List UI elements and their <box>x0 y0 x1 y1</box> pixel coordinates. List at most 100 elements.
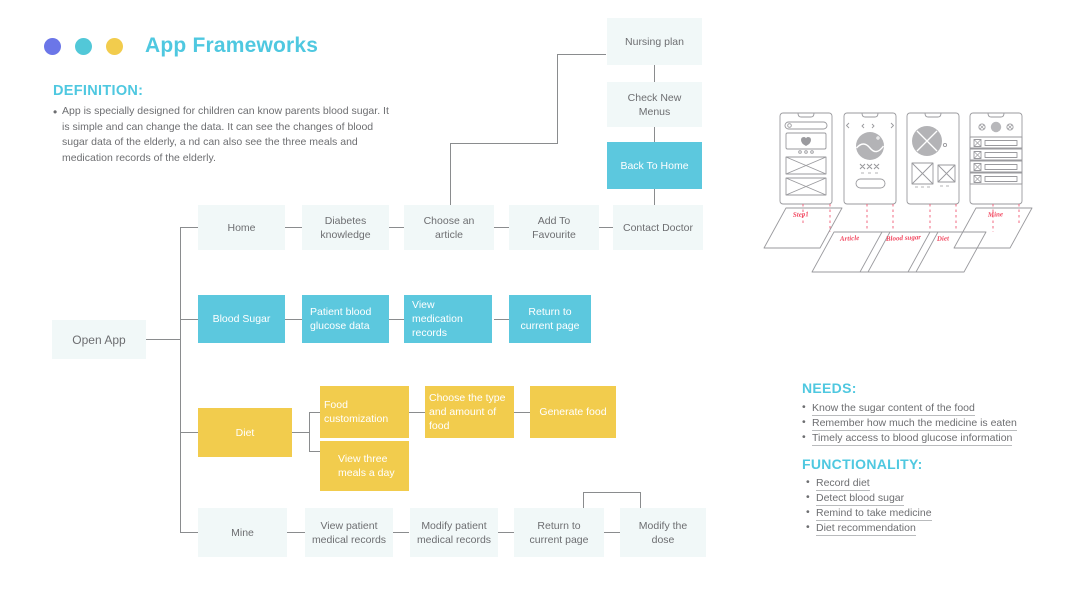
functionality-item-3: Diet recommendation <box>816 522 916 536</box>
node-modify-the-dose[interactable]: Modify the dose <box>620 508 706 557</box>
node-check-new-menus[interactable]: Check New Menus <box>607 82 702 127</box>
connector <box>287 532 305 534</box>
blood-sugar-wireframe <box>906 112 960 205</box>
node-diet[interactable]: Diet <box>198 408 292 457</box>
definition-heading: DEFINITION: <box>53 83 144 99</box>
list-item: • Timely access to blood glucose informat… <box>802 431 1017 446</box>
node-view-medication-records[interactable]: View medication records <box>404 295 492 343</box>
yellow-dot-icon <box>106 38 123 55</box>
functionality-item-0: Record diet <box>816 477 870 491</box>
functionality-heading: FUNCTIONALITY: <box>802 456 923 472</box>
definition-body: App is specially designed for children c… <box>62 105 389 164</box>
functionality-list: •Record diet •Detect blood sugar •Remind… <box>806 476 932 536</box>
connector <box>285 319 303 321</box>
bullet-icon: • <box>802 416 806 428</box>
connector <box>513 412 530 414</box>
sketch-labels: Step1 Article Blood sugar Diet Mine <box>793 210 1004 243</box>
brand-dots <box>44 38 123 55</box>
connector <box>557 54 606 56</box>
bullet-icon: • <box>806 476 810 488</box>
sketch-label-3: Diet <box>936 234 951 243</box>
mine-wireframe <box>969 112 1023 205</box>
connector <box>598 227 614 229</box>
node-nursing-plan[interactable]: Nursing plan <box>607 18 702 65</box>
connector <box>180 227 198 229</box>
bullet-icon: • <box>53 105 58 119</box>
list-item: • Diet recommendation <box>806 521 932 536</box>
connector <box>389 227 405 229</box>
node-mine[interactable]: Mine <box>198 508 287 557</box>
connector <box>583 492 585 508</box>
needs-item-2: Timely access to blood glucose informati… <box>812 432 1013 446</box>
page-title: App Frameworks <box>145 34 319 57</box>
functionality-item-2: Remind to take medicine <box>816 507 932 521</box>
node-back-to-home[interactable]: Back To Home <box>607 142 702 189</box>
connector <box>450 143 452 205</box>
bullet-icon: • <box>802 431 806 443</box>
connector <box>450 143 558 145</box>
bullet-icon: • <box>802 401 806 413</box>
purple-dot-icon <box>44 38 61 55</box>
functionality-item-1: Detect blood sugar <box>816 492 905 506</box>
sketch-cards <box>763 207 1033 273</box>
list-item: • Record diet <box>806 476 932 491</box>
connector <box>654 126 656 143</box>
connector <box>285 227 303 229</box>
sketch-label-4: Mine <box>987 210 1004 219</box>
list-item: •Detect blood sugar <box>806 491 932 506</box>
connector <box>604 532 620 534</box>
node-view-patient-medical-records[interactable]: View patient medical records <box>305 508 393 557</box>
connector <box>309 412 311 452</box>
connector <box>180 319 198 321</box>
node-view-three-meals-a-day[interactable]: View three meals a day <box>320 441 409 491</box>
wireframe-sketch: Step1 Article Blood sugar Diet Mine <box>760 108 1055 278</box>
definition-text: • App is specially designed for children… <box>53 104 393 166</box>
sketch-drop-lines <box>802 204 1020 232</box>
connector <box>409 412 426 414</box>
node-add-to-favourite[interactable]: Add To Favourite <box>509 205 599 250</box>
connector <box>309 412 320 414</box>
node-diabetes-knowledge[interactable]: Diabetes knowledge <box>302 205 389 250</box>
list-item: • Remind to take medicine <box>806 506 932 521</box>
node-choose-type-and-amount[interactable]: Choose the type and amount of food <box>425 386 514 438</box>
connector <box>654 65 656 83</box>
needs-list: • Know the sugar content of the food • Rem… <box>802 401 1017 446</box>
needs-heading: NEEDS: <box>802 380 857 396</box>
article-wireframe <box>843 112 897 205</box>
connector <box>557 54 559 144</box>
home-wireframe <box>779 112 833 205</box>
wireframe-sketch-svg: Step1 Article Blood sugar Diet Mine <box>763 112 1033 273</box>
connector <box>583 492 641 494</box>
needs-item-0: Know the sugar content of the food <box>812 402 975 416</box>
node-open-app[interactable]: Open App <box>52 320 146 359</box>
node-contact-doctor[interactable]: Contact Doctor <box>613 205 703 250</box>
connector <box>640 492 642 508</box>
bullet-icon: • <box>806 521 810 533</box>
connector <box>180 532 198 534</box>
connector <box>393 532 409 534</box>
list-item: • Know the sugar content of the food <box>802 401 1017 416</box>
node-modify-patient-medical-records[interactable]: Modify patient medical records <box>410 508 498 557</box>
bullet-icon: • <box>806 506 810 518</box>
connector <box>146 339 181 341</box>
connector <box>309 451 320 453</box>
needs-item-1: Remember how much the medicine is eaten <box>812 417 1017 431</box>
connector <box>292 432 310 434</box>
node-generate-food[interactable]: Generate food <box>530 386 616 438</box>
connector <box>494 319 510 321</box>
connector <box>180 227 182 533</box>
sketch-label-1: Article <box>839 234 860 243</box>
node-food-customization[interactable]: Food customization <box>320 386 409 438</box>
connector <box>654 189 656 205</box>
cyan-dot-icon <box>75 38 92 55</box>
node-blood-sugar[interactable]: Blood Sugar <box>198 295 285 343</box>
node-home[interactable]: Home <box>198 205 285 250</box>
connector <box>498 532 514 534</box>
node-patient-blood-glucose-data[interactable]: Patient blood glucose data <box>302 295 389 343</box>
node-choose-an-article[interactable]: Choose an article <box>404 205 494 250</box>
node-return-to-current-page-1[interactable]: Return to current page <box>509 295 591 343</box>
list-item: • Remember how much the medicine is eaten <box>802 416 1017 431</box>
sketch-label-0: Step1 <box>793 210 809 219</box>
node-return-to-current-page-2[interactable]: Return to current page <box>514 508 604 557</box>
